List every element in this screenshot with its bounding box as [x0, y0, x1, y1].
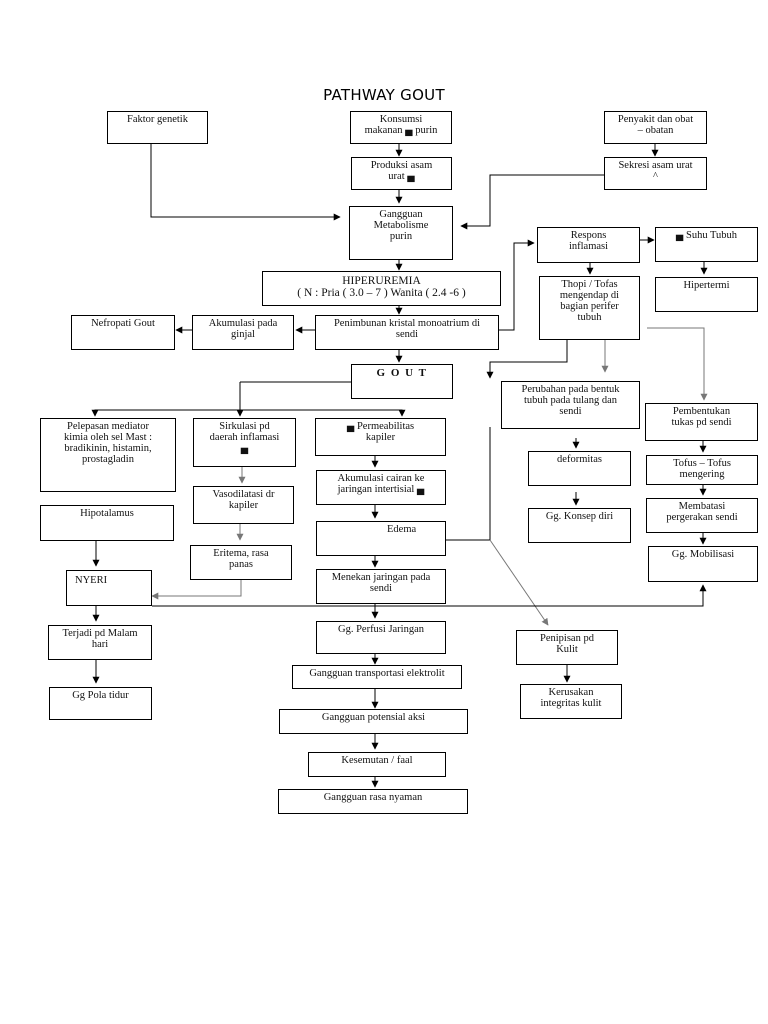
node-gangguan-metabolisme: Gangguan Metabolisme purin [349, 206, 453, 260]
node-menekan-jaringan: Menekan jaringan pada sendi [316, 569, 446, 604]
node-akumulasi-cairan: Akumulasi cairan ke jaringan intertisial… [316, 470, 446, 505]
node-perubahan-bentuk: Perubahan pada bentuk tubuh pada tulang … [501, 381, 640, 429]
node-pelepasan-mediator: Pelepasan mediator kimia oleh sel Mast :… [40, 418, 176, 492]
node-gout: G O U T [351, 364, 453, 399]
node-nyeri: NYERI [66, 570, 152, 606]
node-gg-perfusi: Gg. Perfusi Jaringan [316, 621, 446, 654]
node-thopi-tofas: Thopi / Tofas mengendap di bagian perife… [539, 276, 640, 340]
connector-genetik-metabolisme [150, 144, 341, 221]
node-deformitas: deformitas [528, 451, 631, 486]
node-kesemutan: Kesemutan / faal [308, 752, 446, 777]
node-hipertermi: Hipertermi [655, 277, 758, 312]
node-akumulasi-ginjal: Akumulasi pada ginjal [192, 315, 294, 350]
connector-split-permeabilitas [240, 409, 406, 417]
node-gg-pola-tidur: Gg Pola tidur [49, 687, 152, 720]
node-membatasi-pergerakan: Membatasi pergerakan sendi [646, 498, 758, 533]
node-nefropati-gout: Nefropati Gout [71, 315, 175, 350]
node-penipisan-kulit: Penipisan pd Kulit [516, 630, 618, 665]
node-produksi-asam-urat: Produksi asam urat ▄ [351, 157, 452, 190]
node-gangguan-transportasi: Gangguan transportasi elektrolit [292, 665, 462, 689]
connector-thopi-perubahan [486, 340, 568, 379]
node-gg-mobilisasi: Gg. Mobilisasi [648, 546, 758, 582]
node-kerusakan-integritas: Kerusakan integritas kulit [520, 684, 622, 719]
connector-sekresi-metabolisme [460, 174, 604, 230]
node-sirkulasi-inflamasi: Sirkulasi pd daerah inflamasi ▄ [193, 418, 296, 467]
node-penyakit-obat: Penyakit dan obat – obatan [604, 111, 707, 144]
node-permeabilitas-kapiler: ▄ Permeabilitas kapiler [315, 418, 446, 456]
node-hipotalamus: Hipotalamus [40, 505, 174, 541]
connector-edema-respons [446, 427, 491, 541]
connector-eritema-nyeri [151, 580, 242, 600]
connector-nyeri-mobilisasi [152, 584, 707, 607]
node-konsumsi-purin: Konsumsi makanan ▄ purin [350, 111, 452, 144]
node-gangguan-rasa-nyaman: Gangguan rasa nyaman [278, 789, 468, 814]
node-penimbunan-kristal: Penimbunan kristal monoatrium di sendi [315, 315, 499, 350]
connector-split-branches [91, 382, 241, 417]
node-edema: Edema [316, 521, 446, 556]
node-tofus-mengering: Tofus – Tofus mengering [646, 455, 758, 485]
node-gangguan-potensial: Gangguan potensial aksi [279, 709, 468, 734]
node-hiperuremia: HIPERUREMIA ( N : Pria ( 3.0 – 7 ) Wanit… [262, 271, 501, 306]
node-sekresi-asam-urat: Sekresi asam urat ^ [604, 157, 707, 190]
node-faktor-genetik: Faktor genetik [107, 111, 208, 144]
node-terjadi-malam: Terjadi pd Malam hari [48, 625, 152, 660]
connector-penimbunan-respons [499, 239, 535, 331]
node-gg-konsep-diri: Gg. Konsep diri [528, 508, 631, 543]
node-respons-inflamasi: Respons inflamasi [537, 227, 640, 263]
diagram-title: PATHWAY GOUT [323, 86, 445, 104]
node-suhu-tubuh: ▄ Suhu Tubuh [655, 227, 758, 262]
connector-thopi-pembentukan [647, 327, 708, 401]
node-vasodilatasi: Vasodilatasi dr kapiler [193, 486, 294, 524]
connector-edema-penipisan [489, 539, 549, 626]
node-pembentukan-tukas: Pembentukan tukas pd sendi [645, 403, 758, 441]
node-eritema: Eritema, rasa panas [190, 545, 292, 580]
